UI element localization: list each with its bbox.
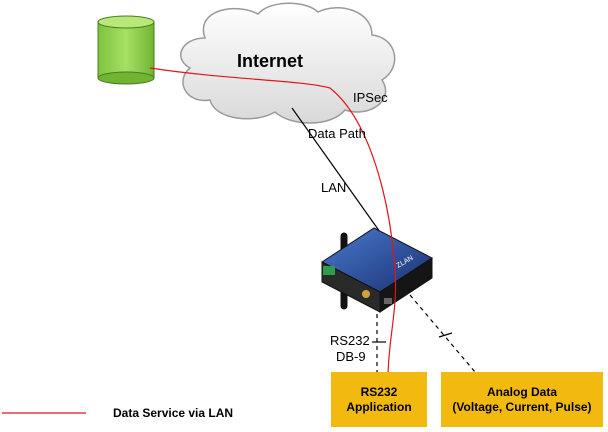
db9-port-label: DB-9: [336, 349, 366, 364]
analog-dashed-link: [409, 294, 476, 373]
rs232-box-line2: Application: [346, 399, 412, 414]
data-service-path: [149, 67, 397, 379]
analog-link-tick: [438, 332, 453, 338]
lan-link-line: [291, 107, 381, 233]
analog-box-line2: (Voltage, Current, Pulse): [452, 399, 592, 414]
internet-label: Internet: [237, 51, 304, 71]
legend-label: Data Service via LAN: [113, 406, 234, 420]
analog-data-box: Analog Data (Voltage, Current, Pulse): [441, 372, 603, 427]
lan-label: LAN: [321, 180, 347, 195]
data-path-label: Data Path: [308, 126, 366, 141]
serial-device-server-icon: ZLAN: [321, 227, 433, 313]
ipsec-label: IPSec: [353, 90, 388, 105]
internet-cloud-icon: [180, 2, 396, 124]
analog-box-line1: Analog Data: [486, 384, 557, 399]
rs232-port-label: RS232: [330, 333, 370, 348]
rs232-box-line1: RS232: [360, 384, 398, 399]
rs232-application-box: RS232 Application: [331, 372, 427, 427]
database-icon: [97, 15, 155, 85]
